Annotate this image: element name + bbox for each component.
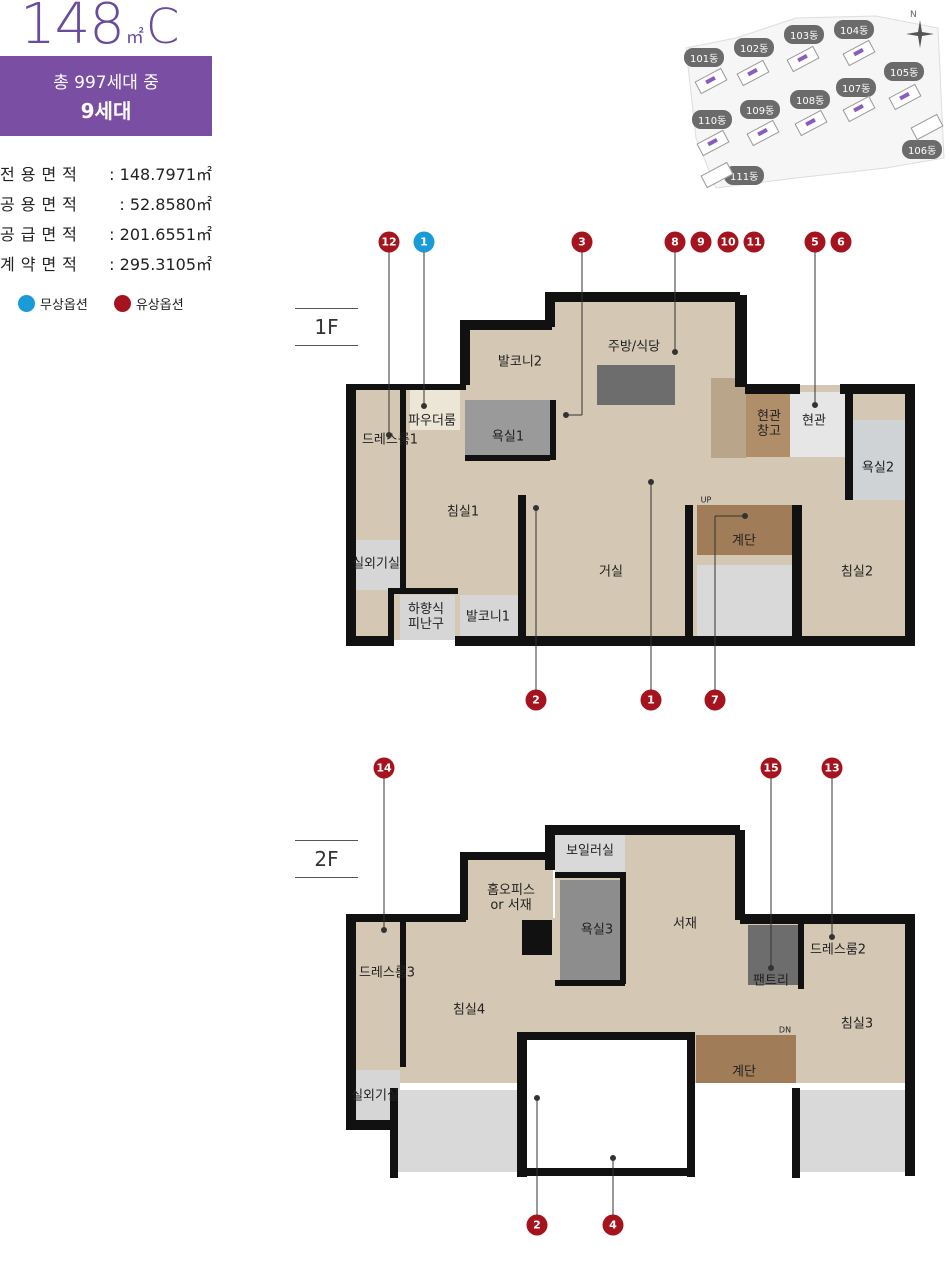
room-entry-storage: 현관 창고 — [757, 409, 781, 439]
room-living: 거실 — [599, 564, 623, 580]
building-110-label[interactable]: 110동 — [692, 110, 733, 129]
room-stairs-1f: 계단 — [732, 533, 756, 549]
legend-paid: 유상옵션 — [113, 294, 184, 313]
paid-option-dot-icon — [113, 295, 131, 312]
building-105-label[interactable]: 105동 — [884, 62, 925, 81]
room-pantry: 팬트리 — [753, 973, 789, 989]
area-value: : 201.6551㎡ — [109, 225, 212, 244]
marker-7[interactable]: 7 — [704, 689, 726, 711]
area-row: 계약면적 : 295.3105㎡ — [0, 250, 212, 280]
marker-2-2f[interactable]: 2 — [526, 1214, 548, 1236]
floors-2f — [355, 830, 910, 1172]
room-bed2: 침실2 — [840, 564, 874, 580]
room-balcony1: 발코니1 — [465, 609, 511, 625]
area-row: 공급면적 : 201.6551㎡ — [0, 220, 212, 250]
room-stairs-2f: 계단 — [732, 1064, 756, 1080]
option-legend: 무상옵션 유상옵션 — [18, 294, 184, 313]
building-109-label[interactable]: 109동 — [740, 100, 781, 119]
room-bed4: 침실4 — [452, 1002, 486, 1018]
stair-up-label: UP — [700, 495, 712, 505]
area-label: 공급면적 — [0, 225, 83, 244]
marker-6[interactable]: 6 — [830, 231, 852, 253]
marker-10[interactable]: 10 — [717, 231, 739, 253]
room-dress3: 드레스룸3 — [358, 965, 416, 981]
marker-14[interactable]: 14 — [373, 757, 395, 779]
marker-15[interactable]: 15 — [760, 757, 782, 779]
marker-3[interactable]: 3 — [571, 231, 593, 253]
room-bath1: 욕실1 — [491, 429, 525, 445]
floor-label-2f: 2F — [295, 840, 358, 878]
marker-1-paid[interactable]: 1 — [640, 689, 662, 711]
building-111-label[interactable]: 111동 — [724, 166, 765, 185]
area-label: 계약면적 — [0, 255, 83, 274]
marker-4[interactable]: 4 — [602, 1214, 624, 1236]
building-102-label[interactable]: 102동 — [734, 38, 775, 57]
room-bath3: 욕실3 — [580, 922, 614, 938]
room-outdoor-unit-2f: 실외기실 — [351, 1088, 399, 1104]
area-table: 전용면적 : 148.7971㎡ 공용면적 : 52.8580㎡ 공급면적 : 201… — [0, 160, 212, 280]
room-powder: 파우더룸 — [408, 413, 456, 429]
area-value: : 148.7971㎡ — [109, 165, 212, 184]
legend-free-label: 무상옵션 — [40, 298, 88, 313]
marker-1-free[interactable]: 1 — [413, 231, 435, 253]
building-101-label[interactable]: 101동 — [684, 48, 725, 67]
building-106-label[interactable]: 106동 — [902, 140, 943, 159]
floor-label-1f: 1F — [295, 308, 358, 346]
marker-12[interactable]: 12 — [378, 231, 400, 253]
marker-5[interactable]: 5 — [804, 231, 826, 253]
free-option-dot-icon — [18, 295, 35, 312]
marker-13[interactable]: 13 — [821, 757, 843, 779]
area-label: 전용면적 — [0, 165, 83, 184]
room-study: 서재 — [673, 916, 697, 932]
room-escape: 하향식 피난구 — [408, 602, 444, 632]
legend-paid-label: 유상옵션 — [135, 298, 184, 313]
site-map: N 101동 102동 103동 104동 105동 106동 107동 108… — [676, 8, 946, 194]
building-103-label[interactable]: 103동 — [784, 25, 825, 44]
legend-free: 무상옵션 — [18, 294, 88, 313]
type-number: 148 — [20, 0, 125, 57]
unit-count-box: 총 997세대 중 9세대 — [0, 56, 212, 136]
room-dress2: 드레스룸2 — [809, 942, 867, 958]
type-letter: C — [145, 0, 180, 55]
building-108-label[interactable]: 108동 — [790, 90, 831, 109]
marker-2-1f[interactable]: 2 — [525, 689, 547, 711]
type-unit: ㎡ — [125, 27, 144, 48]
floors-1f — [355, 295, 910, 640]
room-balcony2: 발코니2 — [497, 354, 543, 370]
area-value: : 52.8580㎡ — [119, 195, 212, 214]
marker-9[interactable]: 9 — [690, 231, 712, 253]
walls-1f — [346, 292, 915, 646]
room-bath2: 욕실2 — [861, 460, 895, 476]
type-units-text: 9세대 — [80, 99, 132, 123]
room-outdoor-unit: 실외기실 — [352, 556, 400, 572]
room-kitchen: 주방/식당 — [607, 339, 661, 355]
marker-11[interactable]: 11 — [743, 231, 765, 253]
area-row: 공용면적 : 52.8580㎡ — [0, 190, 212, 220]
area-value: : 295.3105㎡ — [109, 255, 212, 274]
room-dress1: 드레스룸1 — [361, 432, 419, 448]
area-row: 전용면적 : 148.7971㎡ — [0, 160, 212, 190]
room-bed3: 침실3 — [840, 1016, 874, 1032]
room-bed1: 침실1 — [446, 504, 480, 520]
room-boiler: 보일러실 — [566, 843, 614, 859]
compass-icon — [906, 20, 934, 48]
compass-n: N — [910, 10, 917, 20]
area-label: 공용면적 — [0, 195, 83, 214]
room-home-office: 홈오피스 or 서재 — [487, 883, 535, 913]
building-107-label[interactable]: 107동 — [836, 78, 877, 97]
marker-8[interactable]: 8 — [664, 231, 686, 253]
stair-dn-label: DN — [778, 1025, 792, 1035]
walls-2f — [346, 825, 915, 1178]
total-units-text: 총 997세대 중 — [53, 73, 159, 93]
building-104-label[interactable]: 104동 — [834, 20, 875, 39]
room-entrance: 현관 — [802, 413, 826, 429]
